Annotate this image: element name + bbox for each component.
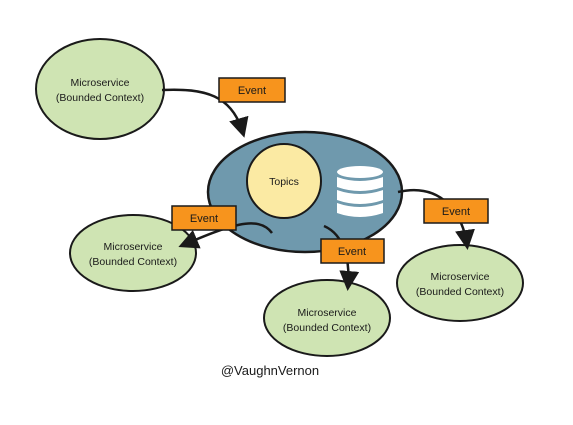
topics-node: Topics <box>246 143 322 219</box>
event-label: Event <box>238 85 266 97</box>
event-box-left: Event <box>171 205 237 231</box>
microservice-ellipse <box>69 214 197 292</box>
microservice-ellipse <box>396 244 524 322</box>
microservice-top-left: Microservice (Bounded Context) <box>35 38 165 140</box>
microservice-title: Microservice <box>104 241 163 253</box>
microservice-subtitle: (Bounded Context) <box>89 256 177 268</box>
event-box-top: Event <box>218 77 286 103</box>
microservice-title: Microservice <box>298 307 357 319</box>
author-credit: @VaughnVernon <box>221 363 319 378</box>
microservice-subtitle: (Bounded Context) <box>283 322 371 334</box>
microservice-title: Microservice <box>431 271 490 283</box>
event-label: Event <box>442 206 470 218</box>
topics-label: Topics <box>269 176 299 188</box>
database-icon <box>337 166 383 217</box>
microservice-ellipse <box>263 279 391 357</box>
microservice-ellipse <box>35 38 165 140</box>
microservice-title: Microservice <box>71 77 130 89</box>
arrow-publish-event <box>161 88 249 138</box>
event-box-right: Event <box>423 198 489 224</box>
event-box-bottom: Event <box>320 238 385 264</box>
arrow-event-to-left <box>178 222 274 249</box>
topics-circle <box>246 143 322 219</box>
microservice-bottom: Microservice (Bounded Context) <box>263 279 391 357</box>
microservice-left: Microservice (Bounded Context) <box>69 214 197 292</box>
event-hub: Topics <box>206 130 404 254</box>
event-label: Event <box>338 246 366 258</box>
event-label: Event <box>190 213 218 225</box>
microservice-right: Microservice (Bounded Context) <box>396 244 524 322</box>
microservice-subtitle: (Bounded Context) <box>416 286 504 298</box>
microservice-subtitle: (Bounded Context) <box>56 92 144 104</box>
